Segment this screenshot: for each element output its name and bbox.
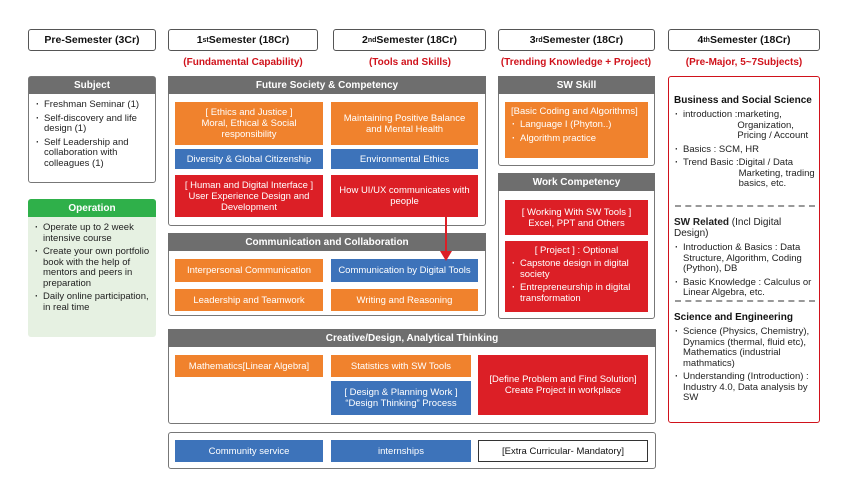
future-society-title: Future Society & Competency: [168, 76, 486, 94]
list-item: Operate up to 2 week intensive course: [34, 222, 150, 244]
arrow-down-icon: [440, 217, 452, 261]
divider: [675, 205, 815, 207]
business-section: Business and Social Science introduction…: [674, 95, 816, 193]
list-item: Create your own portfolio book with the …: [34, 246, 150, 289]
divider: [675, 300, 815, 302]
uiux-box: How UI/UX communicates with people: [331, 175, 478, 217]
project-optional-box: [ Project ] : Optional Capstone design i…: [505, 241, 648, 312]
subtitle-semester-2: (Tools and Skills): [368, 57, 452, 68]
work-competency-title: Work Competency: [498, 173, 655, 191]
human-digital-interface-box: [ Human and Digital Interface ] User Exp…: [175, 175, 323, 217]
communication-title: Communication and Collaboration: [168, 233, 486, 251]
design-planning-box: [ Design & Planning Work ] “Design Think…: [331, 381, 471, 415]
list-item: Entrepreneurship in digital transformati…: [511, 282, 642, 304]
list-item: Algorithm practice: [511, 133, 642, 145]
statistics-box: Statistics with SW Tools: [331, 355, 471, 377]
list-item: Self-discovery and life design (1): [35, 113, 149, 135]
sw-skill-title: SW Skill: [498, 76, 655, 94]
sw-tools-box: [ Working With SW Tools ] Excel, PPT and…: [505, 200, 648, 235]
extra-mandatory-box: [Extra Curricular- Mandatory]: [478, 440, 648, 462]
list-item: Basic Knowledge : Calculus or Linear Alg…: [674, 277, 816, 299]
subject-panel: Subject Freshman Seminar (1) Self-discov…: [28, 76, 156, 183]
subject-list: Freshman Seminar (1) Self-discovery and …: [29, 94, 155, 169]
science-engineering-section: Science and Engineering Science (Physics…: [674, 312, 816, 407]
list-item: Science (Physics, Chemistry), Dynamics (…: [674, 326, 816, 369]
list-item: introduction : marketing, Organization, …: [674, 109, 816, 142]
basic-coding-box: [Basic Coding and Algorithms] Language I…: [505, 102, 648, 158]
list-item: Daily online participation, in real time: [34, 291, 150, 313]
subtitle-semester-1: (Fundamental Capability): [183, 57, 303, 68]
subtitle-semester-4: (Pre-Major, 5~7Subjects): [685, 57, 803, 68]
subject-title: Subject: [29, 77, 155, 94]
mathematics-box: Mathematics[Linear Algebra]: [175, 355, 323, 377]
internships-box: internships: [331, 440, 471, 462]
operation-panel: Operation Operate up to 2 week intensive…: [28, 199, 156, 337]
header-pre-label: Pre-Semester (3Cr): [44, 34, 140, 46]
list-item: Freshman Seminar (1): [35, 99, 149, 111]
ethics-justice-box: [ Ethics and Justice ] Moral, Ethical & …: [175, 102, 323, 145]
list-item: Understanding (Introduction) : Industry …: [674, 371, 816, 404]
list-item: Trend Basic : Digital / Data Marketing, …: [674, 157, 816, 190]
list-item: Self Leadership and collaboration with c…: [35, 137, 149, 170]
creative-title: Creative/Design, Analytical Thinking: [168, 329, 656, 347]
positive-balance-box: Maintaining Positive Balance and Mental …: [331, 102, 478, 145]
community-service-box: Community service: [175, 440, 323, 462]
digital-tools-box: Communication by Digital Tools: [331, 259, 478, 282]
sw-related-section: SW Related (Incl Digital Design) Introdu…: [674, 217, 816, 302]
list-item: Basics : SCM, HR: [674, 144, 816, 156]
diversity-box: Diversity & Global Citizenship: [175, 149, 323, 169]
list-item: Language I (Phyton..): [511, 119, 642, 131]
list-item: Capstone design in digital society: [511, 258, 642, 280]
writing-box: Writing and Reasoning: [331, 289, 478, 311]
define-problem-box: [Define Problem and Find Solution] Creat…: [478, 355, 648, 415]
header-pre-semester: Pre-Semester (3Cr): [28, 29, 156, 51]
environmental-ethics-box: Environmental Ethics: [331, 149, 478, 169]
subtitle-semester-3: (Trending Knowledge + Project): [500, 57, 652, 68]
operation-title: Operation: [28, 199, 156, 217]
operation-list: Operate up to 2 week intensive course Cr…: [28, 217, 156, 313]
interpersonal-box: Interpersonal Communication: [175, 259, 323, 282]
leadership-box: Leadership and Teamwork: [175, 289, 323, 311]
list-item: Introduction & Basics : Data Structure, …: [674, 242, 816, 275]
